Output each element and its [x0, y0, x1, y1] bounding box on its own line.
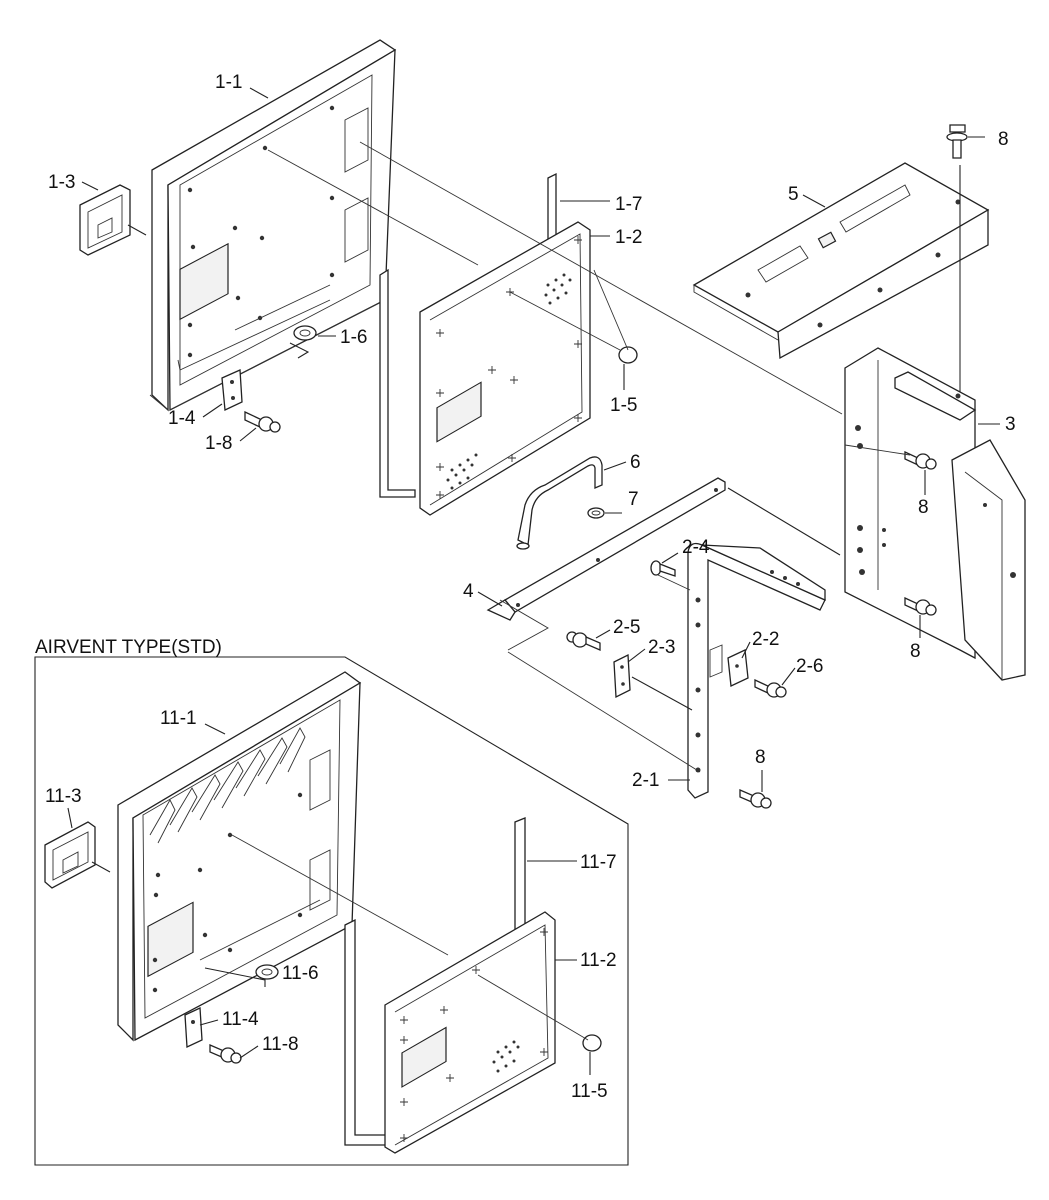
airvent-inset	[34, 656, 629, 1166]
plug-1-5	[618, 346, 638, 390]
panel-11-2-mesh	[492, 1040, 520, 1073]
panel-11-2-crosses	[400, 928, 548, 1142]
bracket-2-1	[687, 542, 826, 799]
bracket-3	[844, 347, 1026, 681]
label-1-7: 1-7	[615, 194, 642, 215]
screw-2-4	[650, 560, 676, 577]
label-2-4: 2-4	[682, 537, 710, 558]
label-2-5: 2-5	[613, 617, 640, 638]
hinge-1-4	[221, 369, 243, 411]
label-8-rail: 8	[755, 747, 766, 768]
door-frame-11-1	[117, 671, 362, 1042]
hinge-11-4	[184, 1007, 203, 1048]
label-8-top: 8	[998, 129, 1009, 150]
label-8-bracket-upper: 8	[918, 497, 929, 518]
label-11-8: 11-8	[262, 1034, 299, 1055]
label-1-5: 1-5	[610, 395, 637, 416]
bracket-5	[692, 162, 990, 360]
lock-11-3	[44, 821, 111, 889]
part-labels: 1-1 1-7 1-2 1-3 1-6 1-5 1-4 1-8 8 5 3 8 …	[35, 72, 1016, 1102]
label-11-7: 11-7	[580, 852, 617, 873]
label-11-5: 11-5	[571, 1081, 608, 1102]
bolt-8-bracket-upper	[904, 450, 937, 470]
plug-11-5	[477, 974, 602, 1075]
lock-1-3	[79, 184, 147, 256]
bolt-2-6	[754, 678, 787, 698]
label-7: 7	[628, 489, 639, 510]
bolt-8-bracket-lower	[904, 596, 937, 616]
label-1-8: 1-8	[205, 433, 232, 454]
rail-4	[486, 477, 841, 621]
grommet-11-6	[204, 964, 279, 987]
label-11-6: 11-6	[282, 963, 319, 984]
label-8-bracket-lower: 8	[910, 641, 921, 662]
door-frame-1-1	[149, 39, 397, 412]
bolt-11-8	[209, 1044, 242, 1064]
handle-6	[516, 456, 603, 550]
grommet-1-6	[289, 325, 317, 359]
label-1-2: 1-2	[615, 227, 642, 248]
label-11-1: 11-1	[160, 708, 197, 729]
label-2-2: 2-2	[752, 629, 779, 650]
label-2-3: 2-3	[648, 637, 675, 658]
bolt-2-5	[566, 631, 601, 651]
label-1-6: 1-6	[340, 327, 367, 348]
label-2-1: 2-1	[632, 770, 659, 791]
airvent-slots	[149, 727, 306, 844]
label-11-4: 11-4	[222, 1009, 259, 1030]
label-1-1: 1-1	[215, 72, 242, 93]
label-11-3: 11-3	[45, 786, 82, 807]
clip-2-2	[727, 649, 749, 687]
bolt-1-8	[244, 410, 281, 433]
grommet-7	[587, 507, 622, 519]
frame-1-1-studs	[187, 105, 335, 358]
inset-title: AIRVENT TYPE(STD)	[35, 637, 222, 658]
clip-2-3	[613, 653, 693, 711]
label-6: 6	[630, 452, 641, 473]
label-3: 3	[1005, 414, 1016, 435]
label-1-4: 1-4	[168, 408, 196, 429]
assembly-leader-lines	[267, 141, 961, 773]
panel-1-2-mesh	[446, 273, 572, 490]
seal-1-7	[379, 172, 557, 498]
bolt-8-rail	[739, 770, 772, 809]
label-1-3: 1-3	[48, 172, 75, 193]
panel-1-2	[419, 221, 591, 516]
panel-11-2	[384, 911, 556, 1154]
label-4: 4	[463, 581, 474, 602]
label-2-6: 2-6	[796, 656, 823, 677]
label-11-2: 11-2	[580, 950, 617, 971]
label-5: 5	[788, 184, 799, 205]
